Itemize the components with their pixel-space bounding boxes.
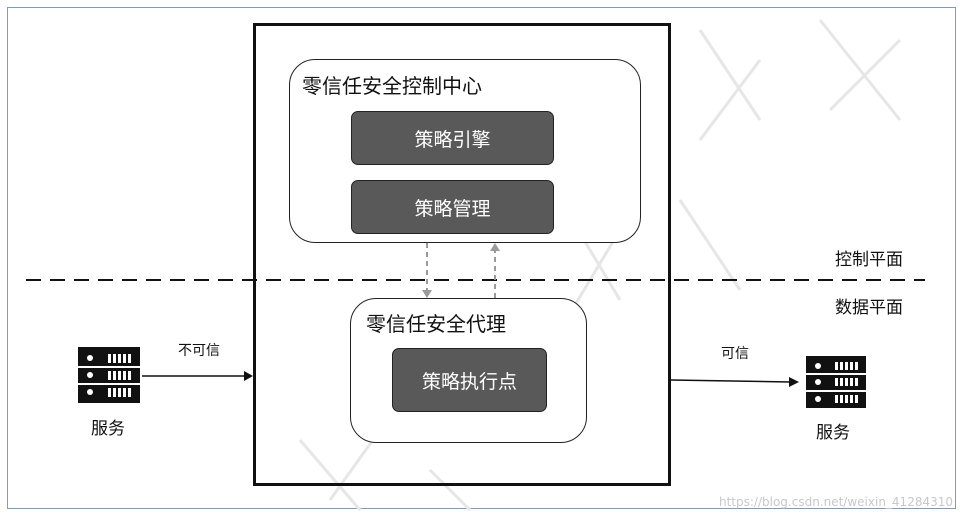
right-service-label: 服务 <box>816 423 850 443</box>
zero-trust-container <box>253 23 671 486</box>
arrow-down-head <box>422 290 432 298</box>
untrusted-label: 不可信 <box>178 343 220 359</box>
outer-frame <box>7 7 956 509</box>
arrow-up-head <box>490 243 500 251</box>
trusted-arrow-head <box>789 377 799 387</box>
control-center-title: 零信任安全控制中心 <box>302 74 482 98</box>
left-service-label: 服务 <box>91 419 125 439</box>
trusted-label: 可信 <box>721 346 749 362</box>
trusted-arrow-line <box>670 379 792 383</box>
proxy-title: 零信任安全代理 <box>366 312 506 336</box>
data-plane-label: 数据平面 <box>835 298 903 318</box>
control-plane-label: 控制平面 <box>835 250 903 270</box>
policy-admin-box: 策略管理 <box>351 180 554 234</box>
policy-engine-box: 策略引擎 <box>351 111 554 165</box>
control-data-arrows <box>426 243 496 298</box>
server-icon <box>78 347 140 403</box>
server-icon <box>806 356 866 408</box>
untrusted-arrow-head <box>244 371 253 381</box>
policy-enforcement-point-box: 策略执行点 <box>392 348 547 412</box>
watermark-url: https://blog.csdn.net/weixin_41284310 <box>718 495 953 509</box>
